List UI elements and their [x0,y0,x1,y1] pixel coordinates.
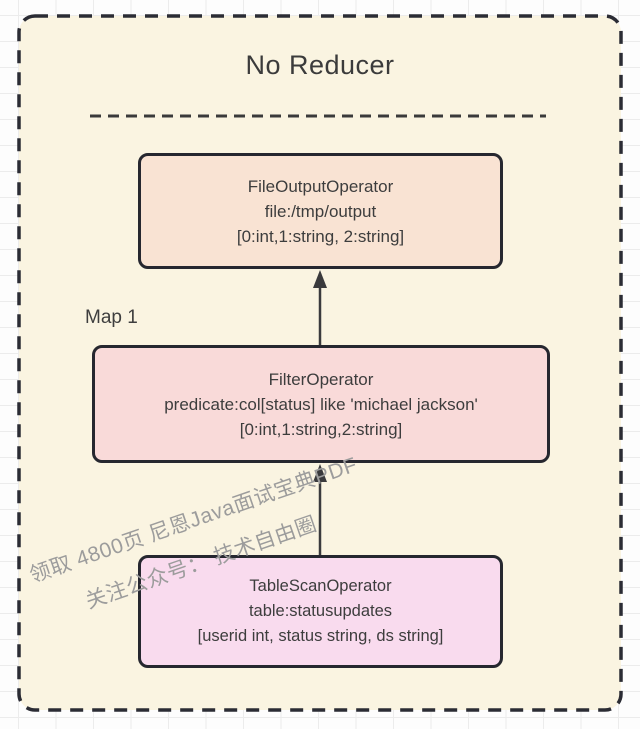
arrowhead-icon [313,270,327,288]
node-detail: predicate:col[status] like 'michael jack… [164,394,478,414]
node-detail: file:/tmp/output [264,201,377,221]
node-table-scan-operator: TableScanOperator table:statusupdates [u… [138,555,503,668]
edge-filter-to-fileoutput [313,270,327,348]
edge-tablescan-to-filter [313,464,327,557]
node-filter-operator: FilterOperator predicate:col[status] lik… [92,345,550,463]
node-name: TableScanOperator [249,577,392,595]
node-name: FilterOperator [268,369,374,389]
node-schema: [0:int,1:string,2:string] [239,419,403,439]
arrowhead-icon [313,464,327,482]
diagram-title: No Reducer [245,50,395,80]
node-schema: [0:int,1:string, 2:string] [236,226,405,246]
node-file-output-operator: FileOutputOperator file:/tmp/output [0:i… [138,153,503,269]
node-schema: [userid int, status string, ds string] [197,627,444,645]
node-name: FileOutputOperator [247,176,394,196]
node-detail: table:statusupdates [248,602,393,620]
map-stage-label: Map 1 [85,307,138,328]
